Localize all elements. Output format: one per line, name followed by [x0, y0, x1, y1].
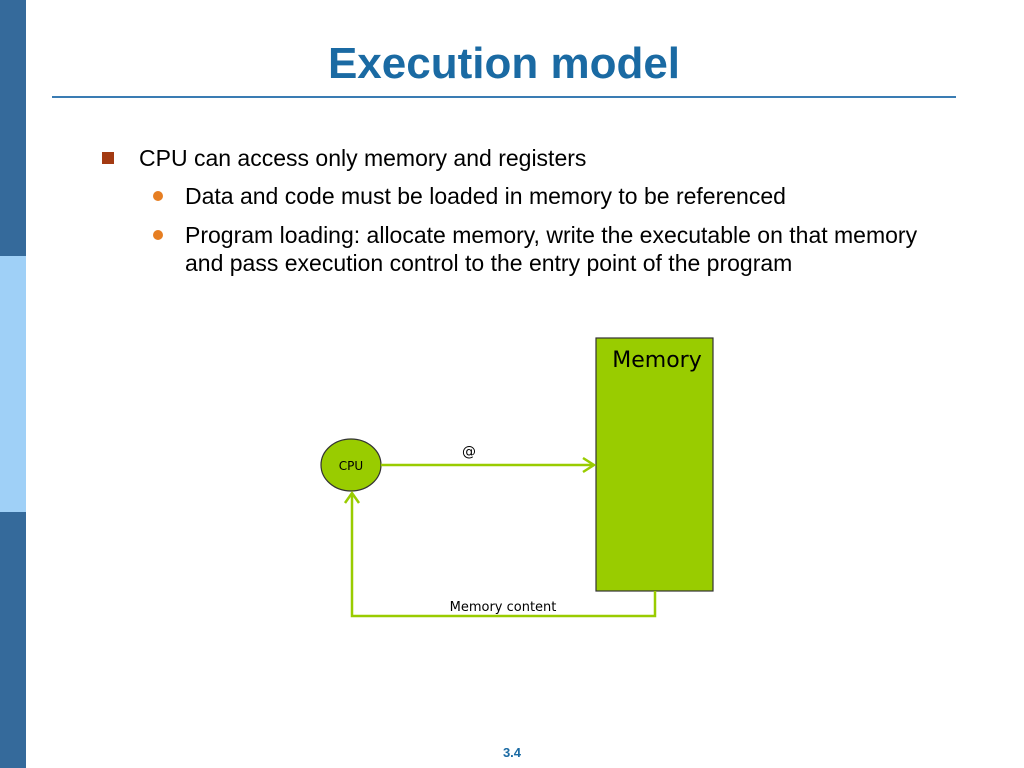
content-arrowhead-icon [343, 490, 361, 504]
bullet-level1: CPU can access only memory and registers [139, 145, 587, 171]
slide-title: Execution model [327, 39, 681, 88]
memory-label: Memory [612, 348, 701, 373]
dot-bullet-icon [153, 230, 163, 240]
square-bullet-icon [102, 152, 114, 164]
dot-bullet-icon [153, 191, 163, 201]
address-arrowhead-icon [582, 456, 597, 474]
address-label: @ [462, 444, 476, 460]
content-label: Memory content [450, 600, 557, 615]
content-arrow [350, 495, 657, 618]
bullet-level2-item: Program loading: allocate memory, write … [185, 222, 918, 276]
bullet-level2-item: Data and code must be loaded in memory t… [185, 183, 786, 209]
memory-block [595, 337, 714, 592]
sidebar-highlight [0, 256, 26, 512]
cpu-label: CPU [339, 459, 363, 473]
page-number: 3.4 [502, 745, 522, 760]
title-divider [52, 96, 956, 98]
